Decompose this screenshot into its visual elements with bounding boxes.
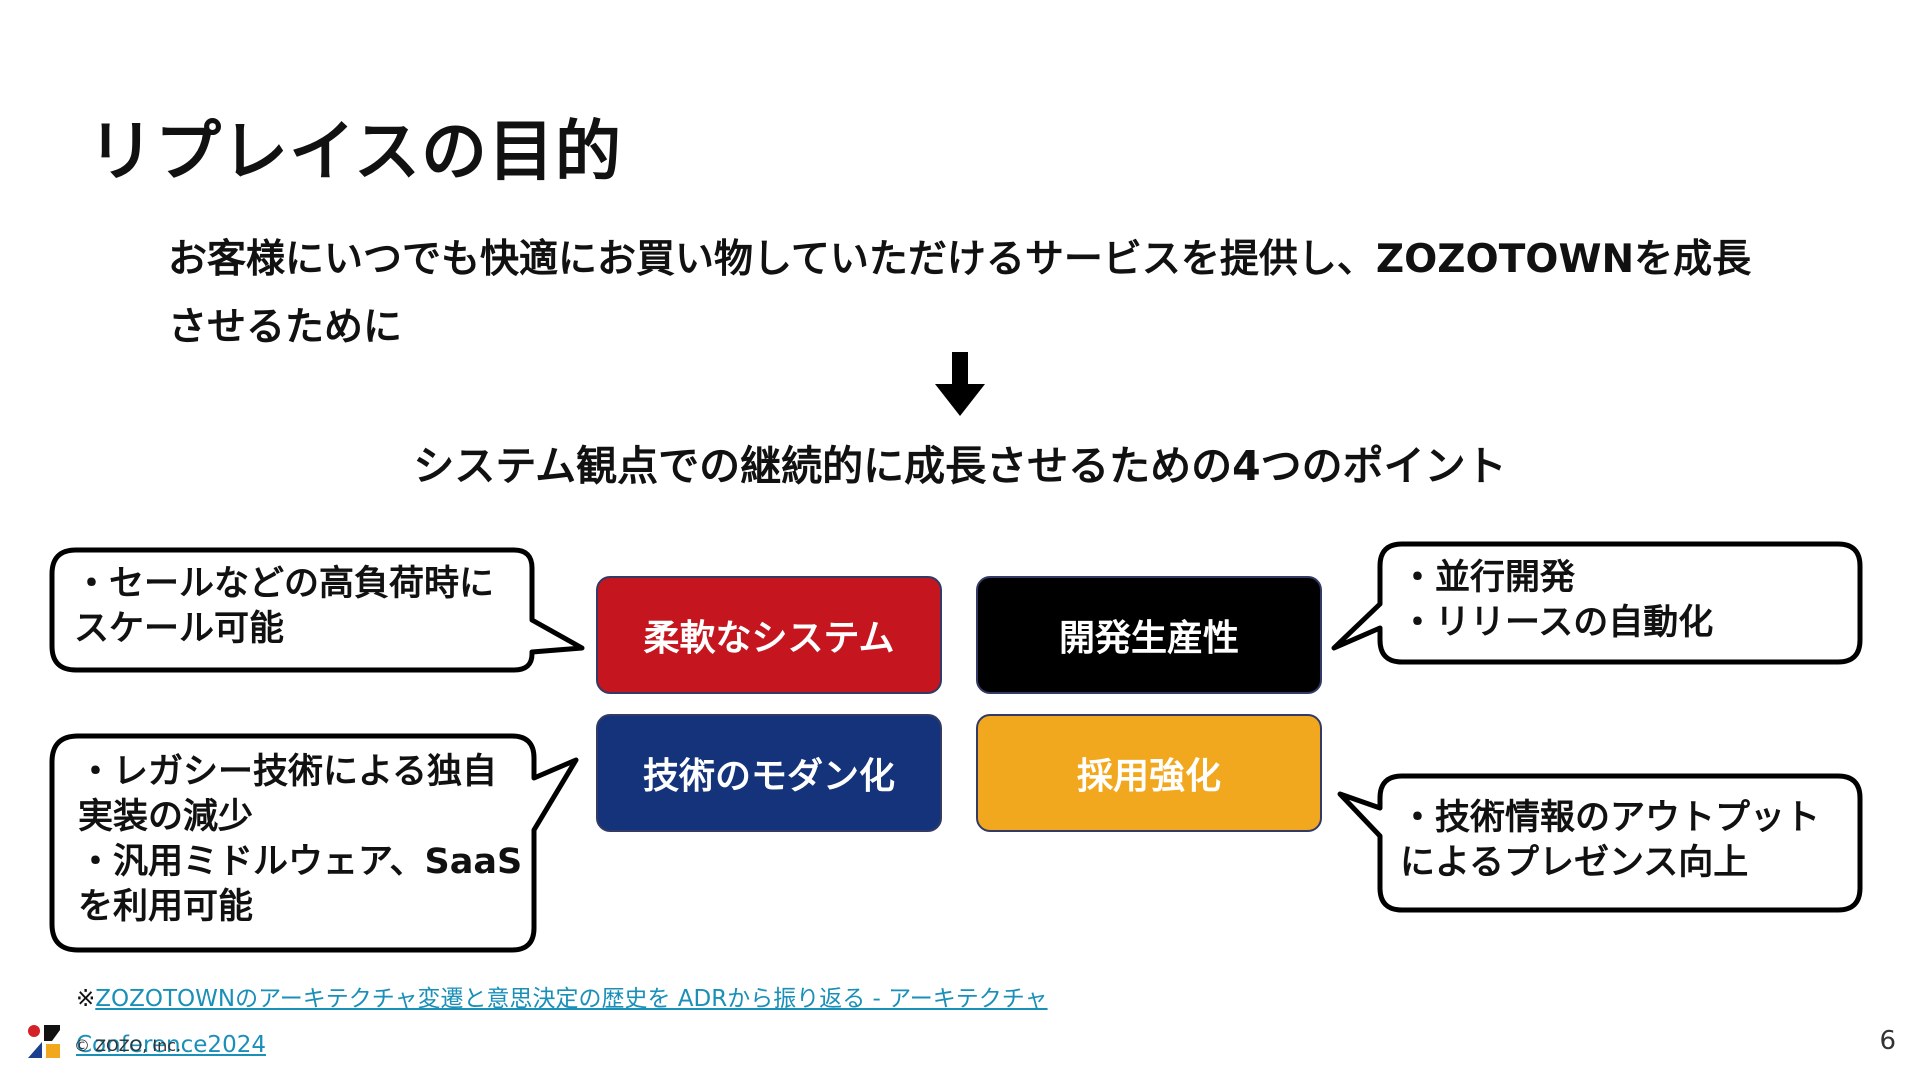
callout-line: ・汎用ミドルウェア、SaaS xyxy=(78,842,523,882)
callout-line: ・技術情報のアウトプット xyxy=(1400,798,1821,838)
callout-line: ・リリースの自動化 xyxy=(1400,603,1714,643)
point-box-modernization: 技術のモダン化 xyxy=(596,714,942,832)
reference-link[interactable]: ZOZOTOWNのアーキテクチャ変遷と意思決定の歴史を ADRから振り返る - … xyxy=(76,986,1048,1058)
point-box-flexible-system: 柔軟なシステム xyxy=(596,576,942,694)
purpose-statement: お客様にいつでも快適にお買い物していただけるサービスを提供し、ZOZOTOWNを… xyxy=(168,237,1752,350)
callout-bubble-flexible-system xyxy=(49,547,585,673)
callout-line: によるプレゼンス向上 xyxy=(1400,843,1749,883)
slide-title: リプレイスの目的 xyxy=(88,113,623,190)
callout-line: スケール可能 xyxy=(74,609,285,649)
callout-bubble-dev-productivity xyxy=(1331,541,1863,665)
page-number: 6 xyxy=(1879,1026,1896,1056)
arrow-down-icon xyxy=(935,352,985,416)
reference-note: ※ZOZOTOWNのアーキテクチャ変遷と意思決定の歴史を ADRから振り返る -… xyxy=(76,976,1176,1068)
zozo-logo xyxy=(28,1025,60,1058)
callout-hiring: ・技術情報のアウトプット によるプレゼンス向上 xyxy=(1400,796,1820,886)
point-box-dev-productivity: 開発生産性 xyxy=(976,576,1322,694)
callout-bubble-hiring xyxy=(1337,773,1863,913)
callout-line: ・並行開発 xyxy=(1400,558,1576,598)
points-heading: システム観点での継続的に成長させるための4つのポイント xyxy=(413,442,1507,490)
callout-modernization: ・レガシー技術による独自 実装の減少 ・汎用ミドルウェア、SaaS を利用可能 xyxy=(78,750,522,930)
callout-bubble-modernization xyxy=(49,733,579,953)
callout-line: 実装の減少 xyxy=(78,797,254,837)
callout-line: ・レガシー技術による独自 xyxy=(78,752,497,792)
callout-line: を利用可能 xyxy=(78,887,254,927)
callout-flexible-system: ・セールなどの高負荷時に スケール可能 xyxy=(74,562,494,652)
reference-prefix: ※ xyxy=(76,986,96,1012)
callout-dev-productivity: ・並行開発 ・リリースの自動化 xyxy=(1400,556,1713,646)
copyright: © ZOZO, Inc. xyxy=(74,1036,182,1055)
callout-line: ・セールなどの高負荷時に xyxy=(74,564,495,604)
point-box-hiring: 採用強化 xyxy=(976,714,1322,832)
